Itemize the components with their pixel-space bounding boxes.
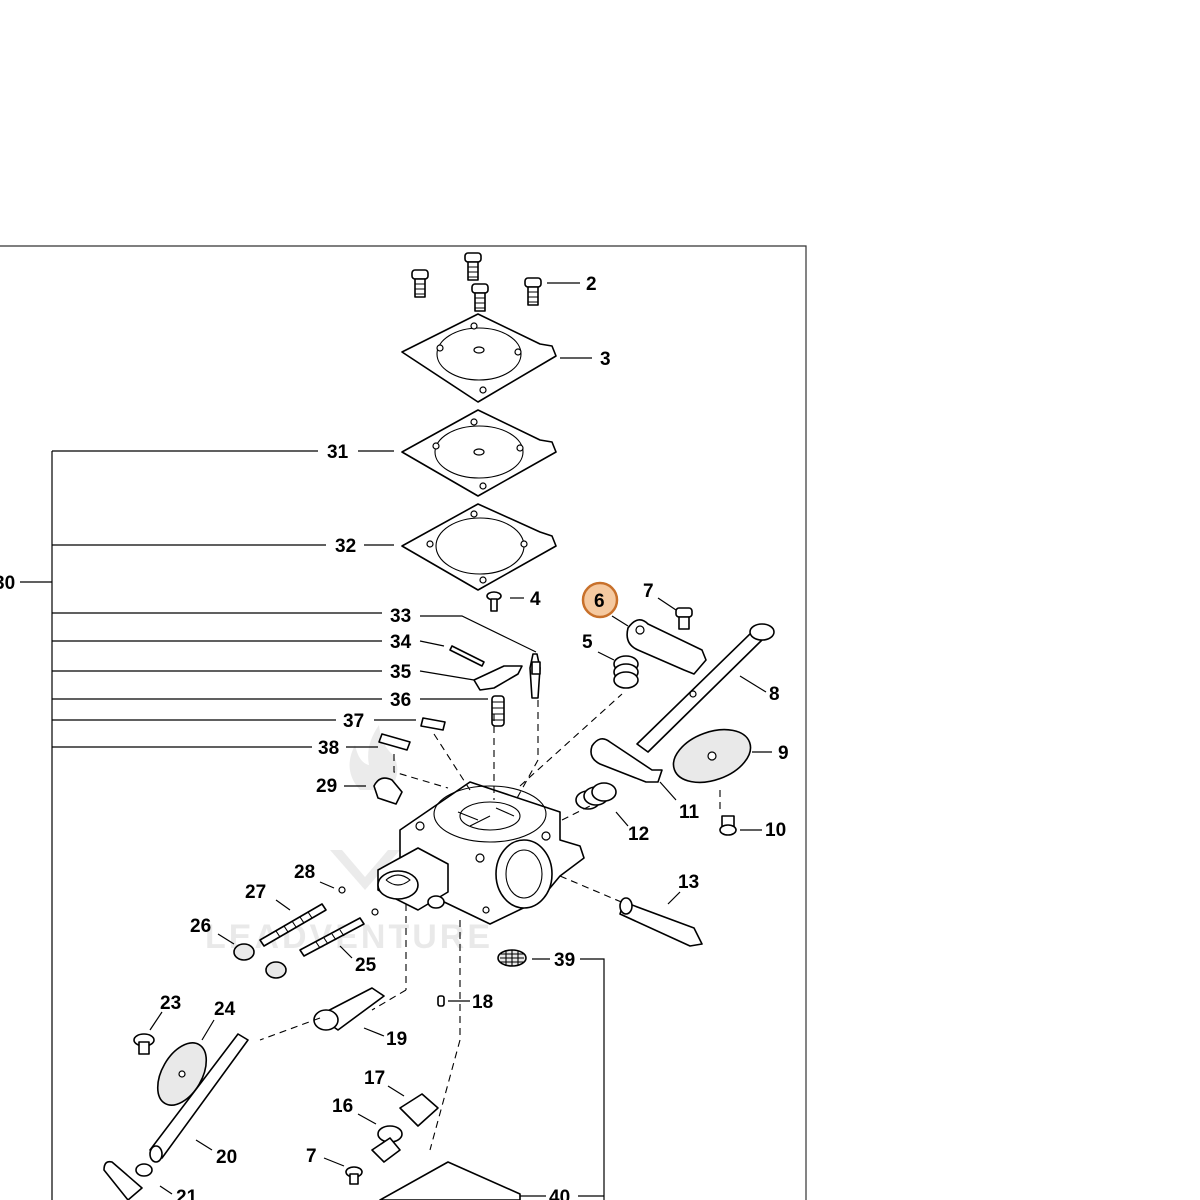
screw-10 (719, 815, 737, 836)
o-ring-28a (338, 886, 346, 894)
callout-9: 9 (778, 743, 789, 764)
throttle-lever-6 (626, 619, 707, 675)
diaphragm-31 (401, 409, 557, 497)
callout-labels: 2 3 31 32 30 4 6 7 5 8 33 34 35 36 37 38… (0, 274, 789, 1200)
spring-5 (613, 655, 639, 689)
leader-lines (20, 282, 772, 1200)
plug-37 (420, 717, 446, 731)
callout-13: 13 (678, 872, 699, 893)
screw-23 (133, 1033, 155, 1055)
callout-28: 28 (294, 862, 315, 883)
choke-shaft-20 (149, 1033, 249, 1163)
callout-20: 20 (216, 1147, 237, 1168)
screw-group-top (411, 252, 542, 312)
spring-12 (575, 782, 617, 810)
callout-25: 25 (355, 955, 377, 976)
limiter-cap-26 (233, 943, 287, 979)
bushing-17 (399, 1093, 439, 1127)
callout-37: 37 (343, 711, 364, 732)
screw-7-top (675, 607, 693, 630)
callout-18: 18 (472, 992, 493, 1013)
carburetor-body (377, 781, 585, 925)
callout-34: 34 (390, 632, 412, 653)
callout-16: 16 (332, 1096, 353, 1117)
choke-lever-11 (590, 738, 663, 783)
screw-4 (486, 591, 502, 612)
o-ring-28b (371, 908, 379, 916)
throttle-shaft-8 (636, 623, 775, 753)
highlight-marker-6[interactable] (581, 581, 619, 619)
callout-39: 39 (554, 950, 575, 971)
callout-30: 30 (0, 573, 15, 594)
callout-31: 31 (327, 442, 349, 463)
shaft-part-16 (371, 1125, 403, 1163)
callout-17: 17 (364, 1068, 385, 1089)
callout-8: 8 (769, 684, 780, 705)
callout-26: 26 (190, 916, 211, 937)
callout-33: 33 (390, 606, 411, 627)
needle-27 (259, 903, 327, 947)
callout-7-bottom: 7 (306, 1146, 317, 1167)
lever-35 (473, 665, 523, 691)
callout-32: 32 (335, 536, 356, 557)
plug-38 (378, 733, 411, 751)
screw-7-bottom (345, 1166, 363, 1185)
callout-40: 40 (549, 1187, 570, 1200)
screen-39 (497, 949, 527, 967)
callout-23: 23 (160, 993, 181, 1014)
callout-6[interactable]: 6 (594, 591, 605, 612)
callout-24: 24 (214, 999, 236, 1020)
choke-shaft-13 (619, 897, 703, 947)
valve-19 (313, 987, 385, 1031)
washer-21 (135, 1163, 153, 1177)
plug-29 (373, 777, 403, 805)
diagram-frame (0, 245, 807, 1200)
assembly-lines (259, 693, 721, 1151)
throttle-valve-9 (672, 728, 752, 784)
needle-25 (299, 917, 365, 957)
gasket-32 (401, 503, 557, 591)
callout-12: 12 (628, 824, 649, 845)
callout-11: 11 (679, 802, 700, 823)
callout-29: 29 (316, 776, 337, 797)
spring-36 (491, 695, 505, 727)
pin-18 (437, 995, 445, 1007)
callout-36: 36 (390, 690, 411, 711)
choke-valve-24 (156, 1042, 208, 1106)
callout-4: 4 (530, 589, 541, 610)
callout-27: 27 (245, 882, 266, 903)
callout-5: 5 (582, 632, 593, 653)
callout-35: 35 (390, 662, 412, 683)
callout-10: 10 (765, 820, 786, 841)
pin-34 (449, 645, 485, 667)
callout-7-top: 7 (643, 581, 654, 602)
plate-40 (379, 1161, 521, 1200)
callout-38: 38 (318, 738, 339, 759)
callout-21: 21 (176, 1187, 198, 1200)
pump-cover (401, 313, 557, 403)
callout-3: 3 (600, 349, 611, 370)
inlet-needle-33 (529, 653, 541, 699)
callout-19: 19 (386, 1029, 407, 1050)
callout-2: 2 (586, 274, 597, 295)
lever-21 (103, 1160, 143, 1200)
